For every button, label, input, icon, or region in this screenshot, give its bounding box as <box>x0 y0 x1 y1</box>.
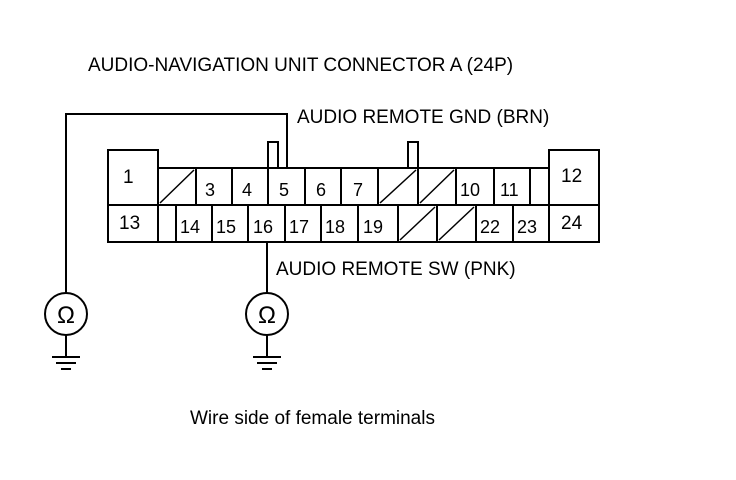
pin-7: 7 <box>353 180 363 200</box>
pin-12: 12 <box>561 166 582 187</box>
pin-13: 13 <box>119 213 140 234</box>
pin-14: 14 <box>180 217 200 237</box>
empty-cavity-20 <box>399 206 436 241</box>
pin-22: 22 <box>480 217 500 237</box>
pin-4: 4 <box>242 180 252 200</box>
empty-cavity-21 <box>438 206 475 241</box>
pin-11: 11 <box>500 180 519 200</box>
ohmmeter-icon: Ω <box>44 292 88 356</box>
pin-6: 6 <box>316 180 326 200</box>
pin-16: 16 <box>253 217 273 237</box>
pin-24: 24 <box>561 213 583 234</box>
ground-icon <box>253 356 281 370</box>
pin-1: 1 <box>123 167 134 188</box>
ground-icon <box>52 356 80 370</box>
pin-23: 23 <box>517 217 537 237</box>
pin-labels: 1 3 4 5 6 7 10 11 12 13 14 15 16 17 18 1… <box>119 166 583 237</box>
pin-10: 10 <box>460 180 480 200</box>
empty-cavity-2 <box>159 169 195 204</box>
pin-17: 17 <box>289 217 309 237</box>
pin-5: 5 <box>279 180 289 200</box>
top-wire-label: AUDIO REMOTE GND (BRN) <box>297 107 549 128</box>
diagram-title: AUDIO-NAVIGATION UNIT CONNECTOR A (24P) <box>88 55 513 76</box>
empty-cavity-9 <box>419 169 455 204</box>
audio-remote-gnd-wire <box>65 113 288 293</box>
bottom-wire-label: AUDIO REMOTE SW (PNK) <box>276 259 516 280</box>
ohm-symbol-right: Ω <box>258 302 276 329</box>
pin-18: 18 <box>325 217 345 237</box>
connector-body <box>107 141 600 243</box>
ohm-symbol-left: Ω <box>57 302 75 329</box>
pin-19: 19 <box>363 217 383 237</box>
pin-15: 15 <box>216 217 236 237</box>
ohmmeter-icon: Ω <box>245 292 289 356</box>
pin-3: 3 <box>205 180 215 200</box>
empty-cavity-8 <box>379 169 417 204</box>
footer-caption: Wire side of female terminals <box>190 408 435 429</box>
